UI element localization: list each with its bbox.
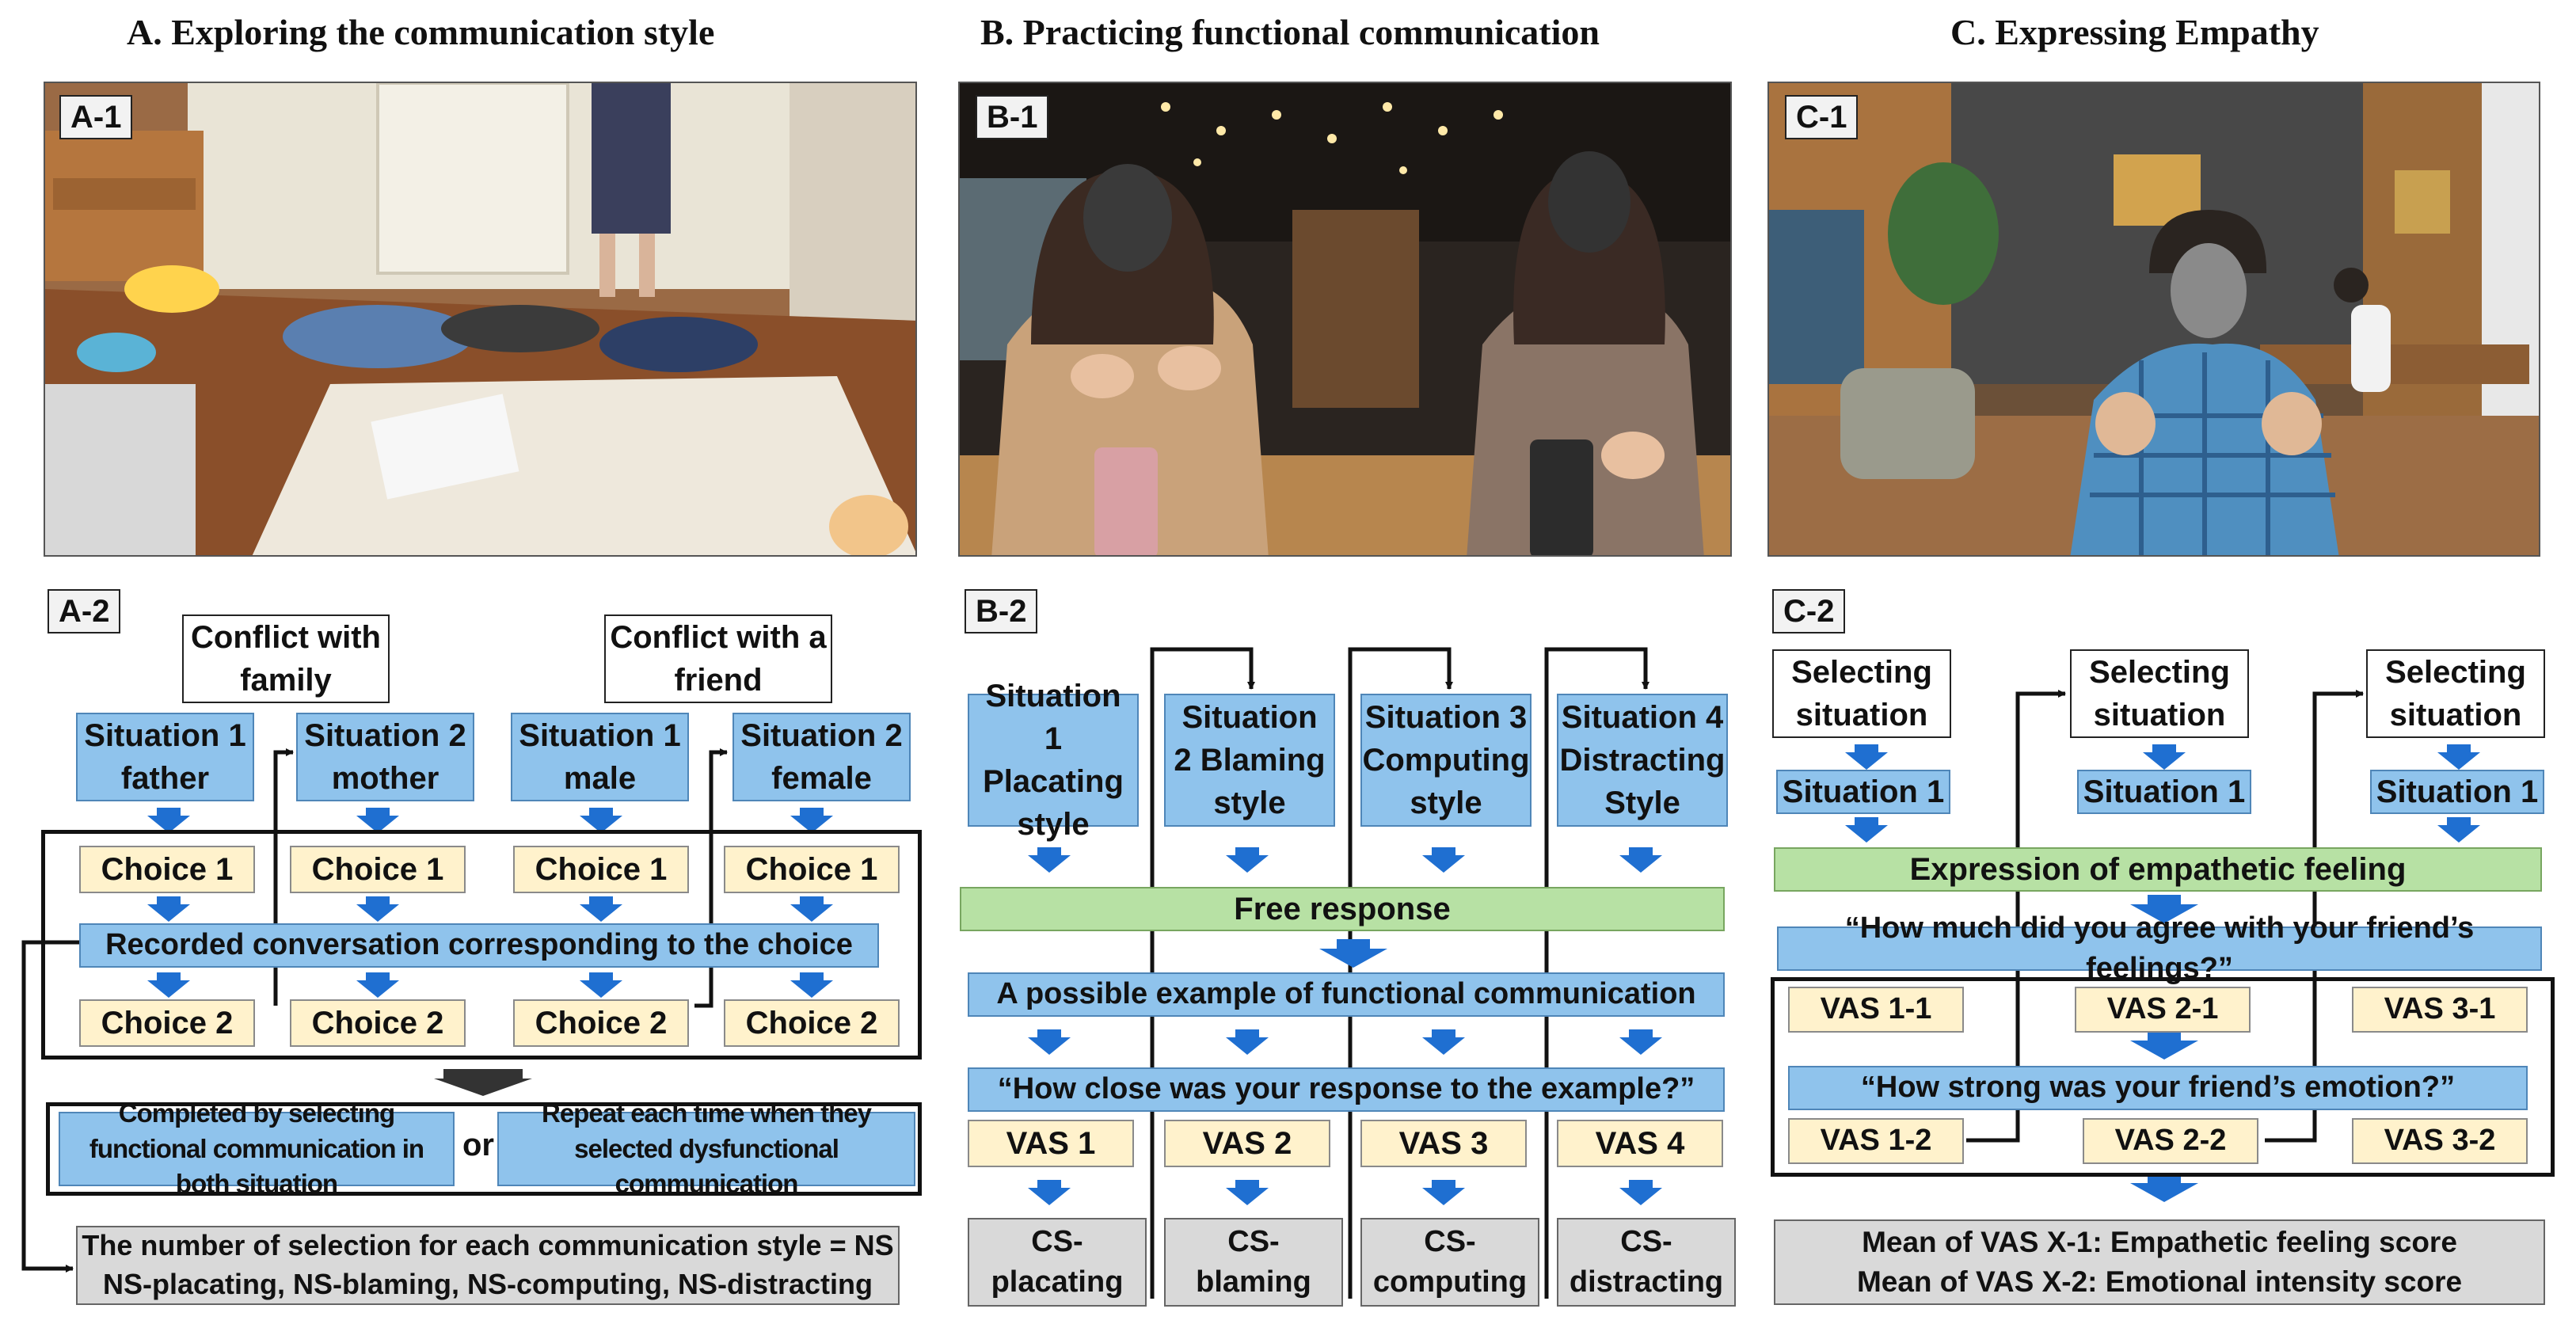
b-cs-computing: CS- computing bbox=[1360, 1218, 1539, 1307]
a-ns-box: The number of selection for each communi… bbox=[76, 1226, 900, 1305]
panel-title-b: B. Practicing functional communication bbox=[980, 12, 1600, 52]
b-vas-3: VAS 3 bbox=[1360, 1120, 1527, 1167]
c-selecting-situation-1: Selecting situation bbox=[1772, 649, 1951, 738]
b-situation-4-distracting: Situation 4 Distracting Style bbox=[1557, 694, 1728, 827]
c-expression-box: Expression of empathetic feeling bbox=[1774, 847, 2542, 892]
a-completed-box: Completed by selecting functional commun… bbox=[59, 1098, 455, 1198]
c-vas-1-2: VAS 1-2 bbox=[1788, 1118, 1964, 1164]
b-cs-distracting: CS- distracting bbox=[1557, 1218, 1736, 1307]
tag-c2: C-2 bbox=[1772, 589, 1846, 633]
photo-room-scene bbox=[44, 82, 917, 557]
a-choice1-father: Choice 1 bbox=[79, 846, 255, 893]
b-functional-example: A possible example of functional communi… bbox=[968, 972, 1725, 1017]
photo-cafe-two-women bbox=[958, 82, 1732, 557]
c-situation-1a: Situation 1 bbox=[1776, 770, 1950, 814]
panel-title-a: A. Exploring the communication style bbox=[127, 12, 715, 52]
a-choice2-mother: Choice 2 bbox=[290, 999, 466, 1047]
a-repeat-box: Repeat each time when they selected dysf… bbox=[497, 1098, 915, 1198]
a-ns-line2: NS-placating, NS-blaming, NS-computing, … bbox=[102, 1268, 873, 1300]
a-choice1-female: Choice 1 bbox=[724, 846, 900, 893]
a-or-label: or bbox=[462, 1128, 494, 1162]
b-vas-4: VAS 4 bbox=[1557, 1120, 1723, 1167]
b-question-close: “How close was your response to the exam… bbox=[968, 1067, 1725, 1112]
conflict-friend-box: Conflict with a friend bbox=[604, 614, 832, 703]
a-choice2-female: Choice 2 bbox=[724, 999, 900, 1047]
c-mean-line1: Mean of VAS X-1: Empathetic feeling scor… bbox=[1862, 1226, 2457, 1259]
a-ns-line1: The number of selection for each communi… bbox=[82, 1229, 894, 1262]
tag-b2: B-2 bbox=[965, 589, 1038, 633]
c-question-strong: “How strong was your friend’s emotion?” bbox=[1788, 1066, 2528, 1110]
c-vas-2-1: VAS 2-1 bbox=[2075, 987, 2251, 1033]
b-cs-placating: CS- placating bbox=[968, 1218, 1147, 1307]
c-vas-1-1: VAS 1-1 bbox=[1788, 987, 1964, 1033]
c-vas-3-1: VAS 3-1 bbox=[2352, 987, 2528, 1033]
a-choice2-male: Choice 2 bbox=[513, 999, 689, 1047]
c-vas-frame bbox=[1771, 977, 2555, 1177]
tag-a1: A-1 bbox=[59, 95, 133, 139]
panel-title-c: C. Expressing Empathy bbox=[1950, 12, 2319, 52]
a-situation-1-father: Situation 1 father bbox=[76, 713, 254, 801]
a-recorded-conversation: Recorded conversation corresponding to t… bbox=[79, 923, 879, 968]
c-selecting-situation-3: Selecting situation bbox=[2366, 649, 2545, 738]
b-situation-2-blaming: Situation 2 Blaming style bbox=[1164, 694, 1335, 827]
c-vas-2-2: VAS 2-2 bbox=[2083, 1118, 2258, 1164]
c-situation-1c: Situation 1 bbox=[2370, 770, 2544, 814]
c-vas-3-2: VAS 3-2 bbox=[2352, 1118, 2528, 1164]
c-mean-line2: Mean of VAS X-2: Emotional intensity sco… bbox=[1856, 1265, 2463, 1298]
tag-c1: C-1 bbox=[1785, 95, 1859, 139]
a-choice1-mother: Choice 1 bbox=[290, 846, 466, 893]
a-choice1-male: Choice 1 bbox=[513, 846, 689, 893]
a-choice-frame bbox=[41, 830, 922, 1060]
c-mean-box: Mean of VAS X-1: Empathetic feeling scor… bbox=[1774, 1219, 2545, 1305]
a-situation-1-male: Situation 1 male bbox=[511, 713, 689, 801]
b-vas-1: VAS 1 bbox=[968, 1120, 1134, 1167]
conflict-family-box: Conflict with family bbox=[182, 614, 390, 703]
b-situation-1-placating: Situation 1 Placating style bbox=[968, 679, 1139, 842]
photo-cafe-man bbox=[1767, 82, 2540, 557]
a-situation-2-mother: Situation 2 mother bbox=[296, 713, 474, 801]
c-selecting-situation-2: Selecting situation bbox=[2070, 649, 2249, 738]
tag-b1: B-1 bbox=[976, 95, 1049, 139]
a-choice2-father: Choice 2 bbox=[79, 999, 255, 1047]
b-cs-blaming: CS- blaming bbox=[1164, 1218, 1343, 1307]
b-vas-2: VAS 2 bbox=[1164, 1120, 1330, 1167]
a-outcome-frame bbox=[46, 1102, 922, 1196]
b-free-response: Free response bbox=[960, 887, 1725, 931]
tag-a2: A-2 bbox=[48, 589, 121, 633]
c-question-agree: “How much did you agree with your friend… bbox=[1777, 911, 2542, 985]
c-situation-1b: Situation 1 bbox=[2077, 770, 2251, 814]
a-situation-2-female: Situation 2 female bbox=[732, 713, 911, 801]
b-situation-3-computing: Situation 3 Computing style bbox=[1360, 694, 1532, 827]
